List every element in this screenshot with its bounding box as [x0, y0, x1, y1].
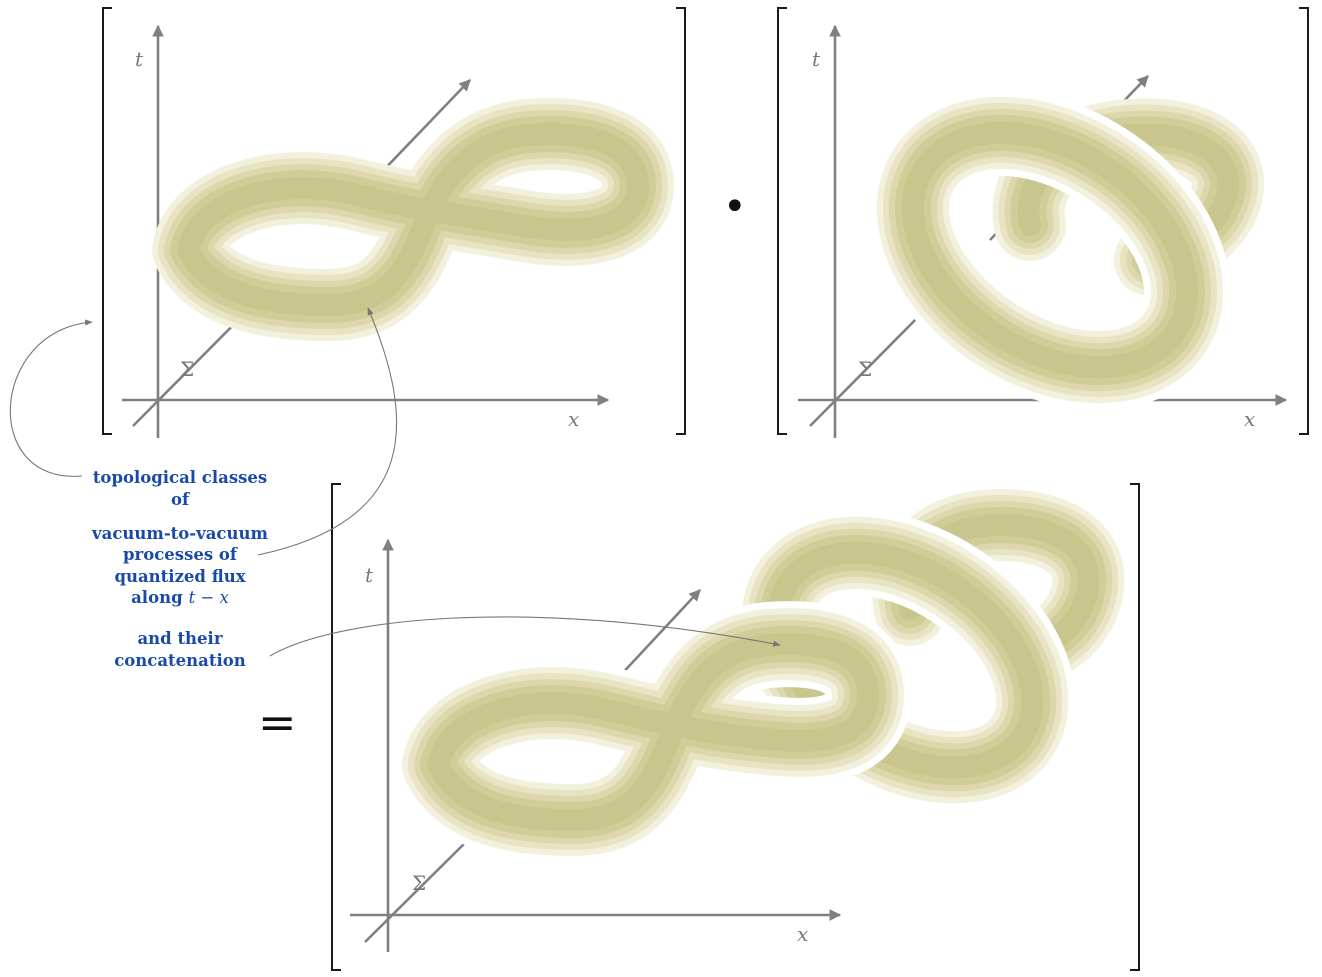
annotation-line-1: topological classes [93, 468, 267, 487]
x-axis-label: x [1244, 407, 1255, 431]
annotation-line-4: processes of [123, 545, 238, 564]
annotation: topological classes of vacuum-to-vacuum … [9, 307, 781, 670]
annotation-line-8: concatenation [114, 651, 245, 670]
sigma-label: Σ [180, 357, 194, 381]
diagonal-axis-lower [364, 837, 471, 943]
leader-to-concatenation [269, 616, 781, 657]
sigma-label: Σ [412, 871, 426, 895]
figure-eight [395, 601, 912, 864]
sigma-label: Σ [858, 357, 872, 381]
left-bracket [777, 7, 787, 435]
equals-operator: = [258, 695, 297, 749]
t-axis-label: t [135, 47, 144, 71]
t-axis-label: t [812, 47, 821, 71]
annotation-line-6-prefix: along [131, 588, 183, 607]
product-operator: • [723, 184, 747, 230]
front-loop [869, 89, 1231, 411]
annotation-line-6-math: t − x [189, 588, 230, 607]
leader-to-bracket [9, 319, 93, 477]
panel-figure-eight: t x Σ [102, 7, 686, 438]
twisted-loop-tube [869, 89, 1265, 411]
diagonal-axis-lower [809, 299, 936, 427]
right-bracket [676, 7, 686, 435]
right-bracket [1299, 7, 1309, 435]
right-bracket [1130, 483, 1140, 971]
x-axis-label: x [797, 922, 808, 946]
leader-to-crossing [257, 307, 398, 556]
left-bracket [102, 7, 112, 435]
t-axis-label: t [365, 563, 374, 587]
annotation-line-3: vacuum-to-vacuum [91, 524, 268, 543]
annotation-line-6: along t − x [131, 588, 229, 607]
panel-concatenation: t x Σ [331, 483, 1140, 971]
annotation-line-2: of [171, 490, 190, 509]
annotation-line-7: and their [137, 629, 222, 648]
figure-eight-tube [152, 98, 674, 341]
annotation-line-5: quantized flux [114, 567, 245, 586]
panel-twisted-loop: t x Σ [777, 7, 1309, 438]
concatenated-tube [395, 488, 1125, 864]
left-bracket [331, 483, 341, 971]
x-axis-label: x [568, 407, 579, 431]
